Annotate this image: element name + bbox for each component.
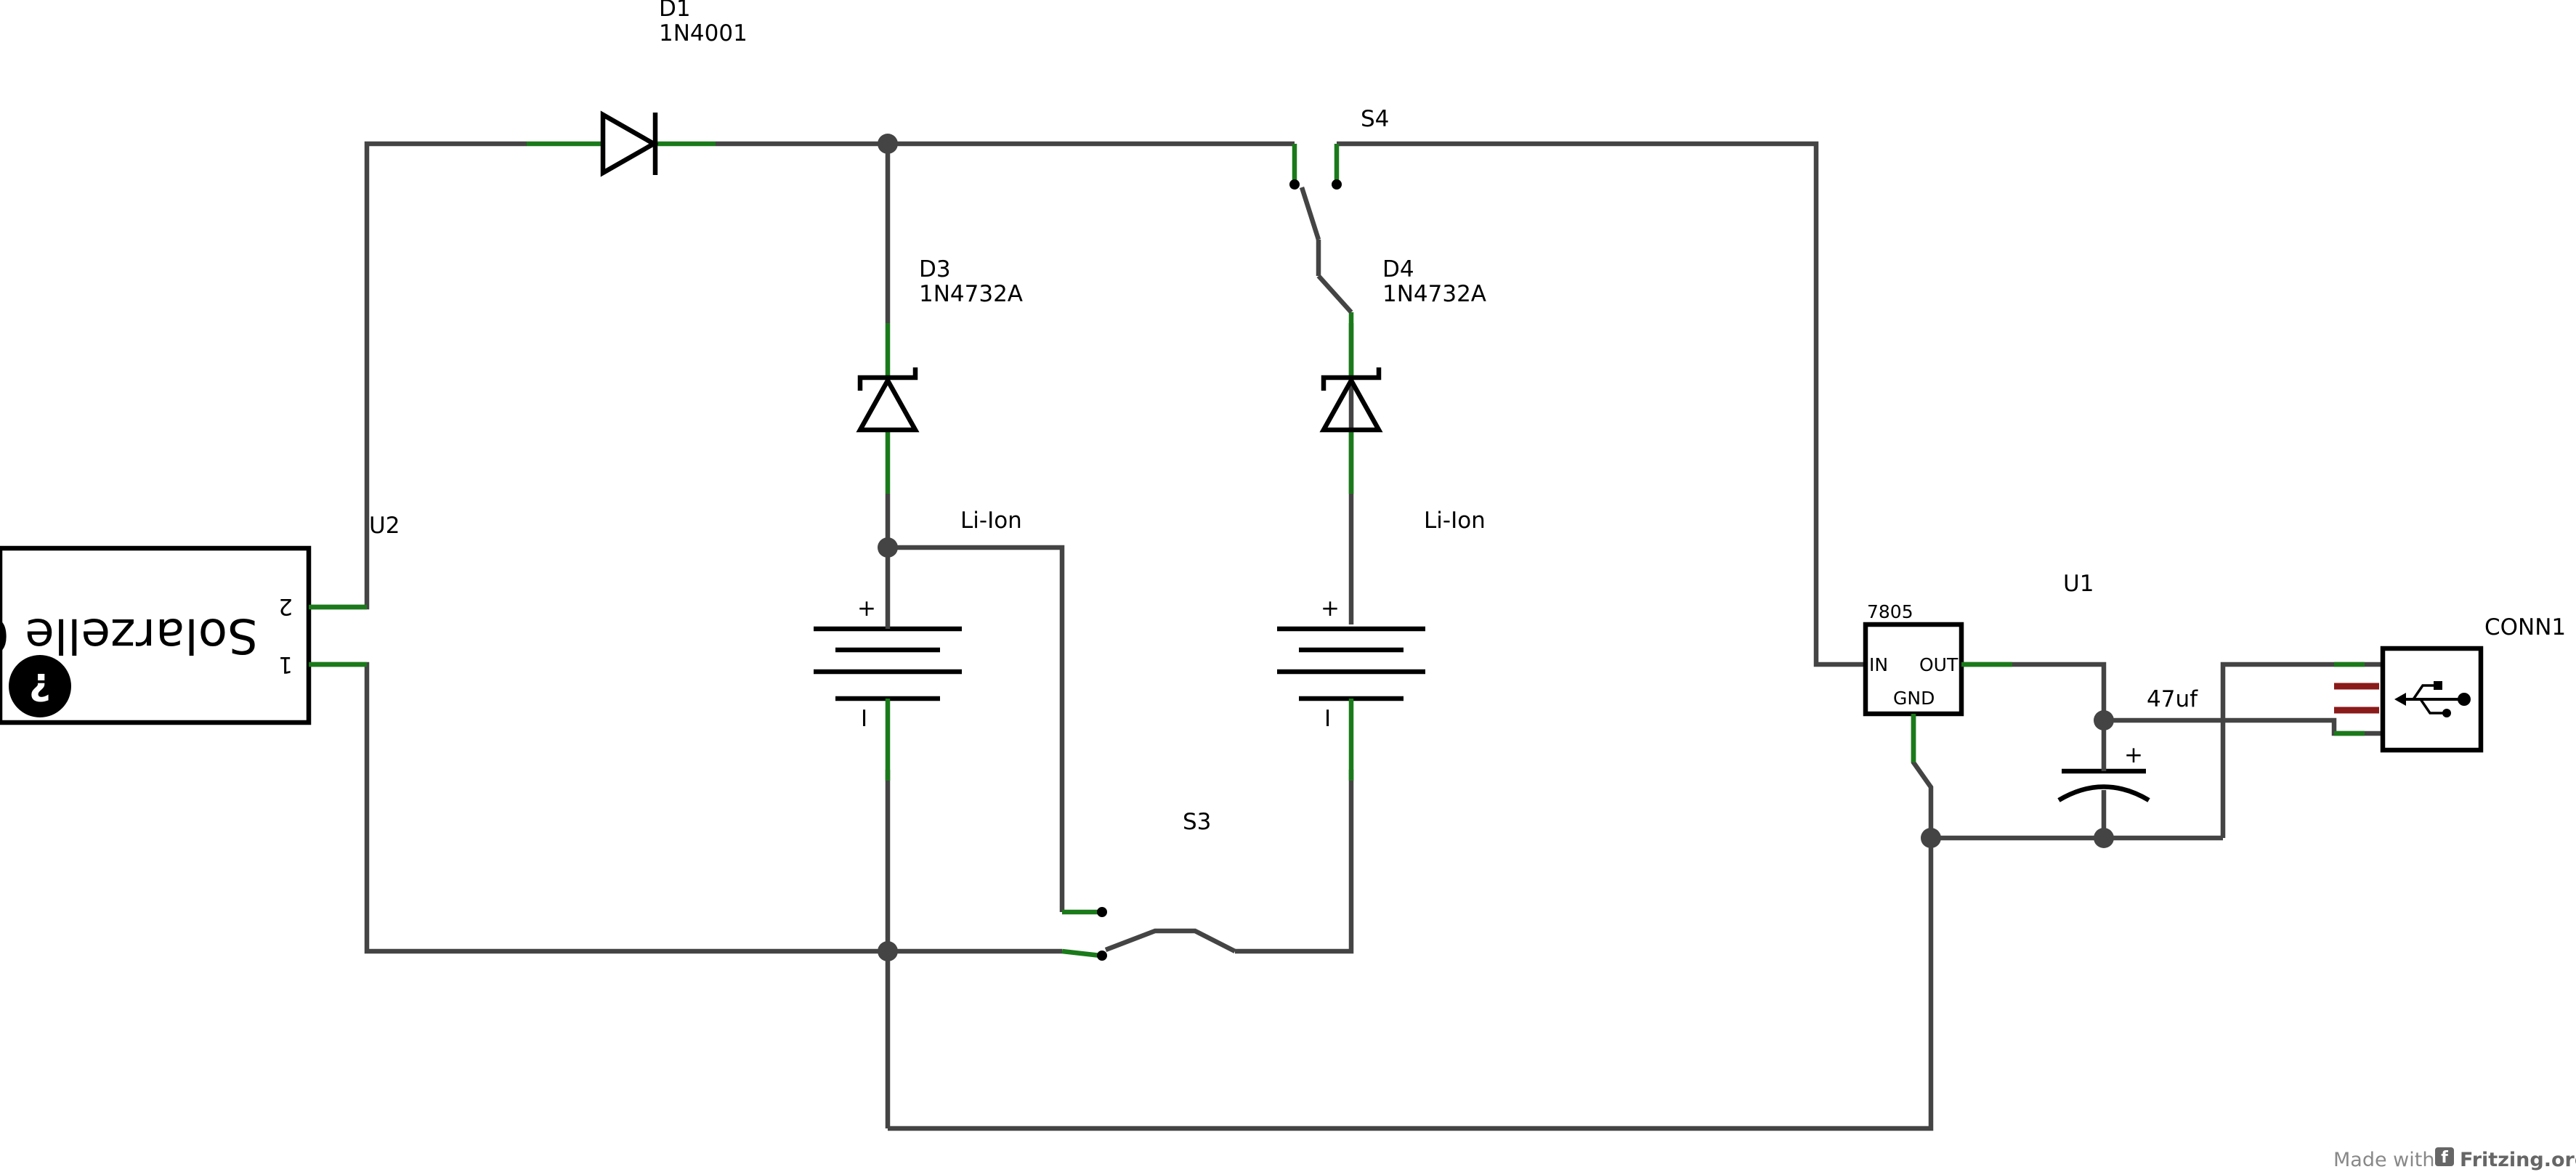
conn1-ref-label: CONN1	[2484, 614, 2566, 640]
zener-diode-d4: D4 1N4732A	[1319, 256, 1486, 494]
junction-nodes	[878, 134, 2114, 961]
d3-value-label: 1N4732A	[919, 281, 1023, 307]
battery-1-minus: I	[861, 706, 867, 732]
battery-1-plus: +	[857, 595, 876, 622]
capacitor-value-label: 47uf	[2147, 686, 2198, 712]
battery-li-ion-2: + I Li-Ion	[1277, 508, 1486, 781]
fritzing-brand-text: Fritzing.org	[2460, 1149, 2576, 1171]
solar-cell-pin-1: 1	[278, 651, 293, 677]
svg-text:?: ?	[29, 664, 51, 708]
capacitor-c1: + 47uf	[2057, 686, 2198, 812]
diode-d1: D1 1N4001	[527, 0, 748, 177]
usb-connector-conn1: CONN1	[2334, 614, 2566, 753]
made-with-text: Made with	[2333, 1149, 2434, 1171]
battery-2-plus: +	[1321, 595, 1340, 622]
solar-cell-u2: Solarzelle 6 2 1 ? U2	[0, 513, 400, 725]
svg-text:f: f	[2441, 1149, 2448, 1167]
switch-s4: S4	[1289, 106, 1389, 314]
d1-value-label: 1N4001	[659, 20, 748, 46]
u2-ref-label: U2	[369, 513, 400, 539]
regulator-pin-gnd: GND	[1893, 688, 1935, 709]
d3-ref-label: D3	[919, 256, 951, 282]
battery-2-minus: I	[1324, 706, 1331, 732]
regulator-part-label: 7805	[1867, 601, 1913, 622]
d1-ref-label: D1	[659, 0, 691, 22]
regulator-pin-out: OUT	[1919, 654, 1959, 675]
s4-ref-label: S4	[1361, 106, 1389, 132]
usb-icon	[2394, 681, 2471, 717]
regulator-pin-in: IN	[1869, 654, 1888, 675]
u1-ref-label: U1	[2063, 571, 2094, 597]
fritzing-credit: Made with f Fritzing.org	[2333, 1147, 2576, 1171]
wires	[309, 141, 2383, 1131]
battery-li-ion-1: + I Li-Ion	[814, 508, 1022, 781]
zener-diode-d3: D3 1N4732A	[856, 256, 1023, 494]
battery-1-label: Li-Ion	[960, 508, 1022, 534]
switch-s3: S3	[1061, 809, 1236, 961]
d4-value-label: 1N4732A	[1382, 281, 1486, 307]
fritzing-logo-icon: f	[2435, 1147, 2454, 1167]
d4-ref-label: D4	[1382, 256, 1414, 282]
regulator-u1: 7805 IN OUT GND U1	[1863, 571, 2094, 762]
capacitor-plus: +	[2124, 742, 2143, 768]
solar-cell-pin-2: 2	[278, 593, 293, 619]
solar-cell-label: Solarzelle 6	[0, 608, 258, 664]
s3-ref-label: S3	[1183, 809, 1211, 835]
battery-2-label: Li-Ion	[1424, 508, 1486, 534]
question-mark-icon: ?	[9, 655, 71, 717]
